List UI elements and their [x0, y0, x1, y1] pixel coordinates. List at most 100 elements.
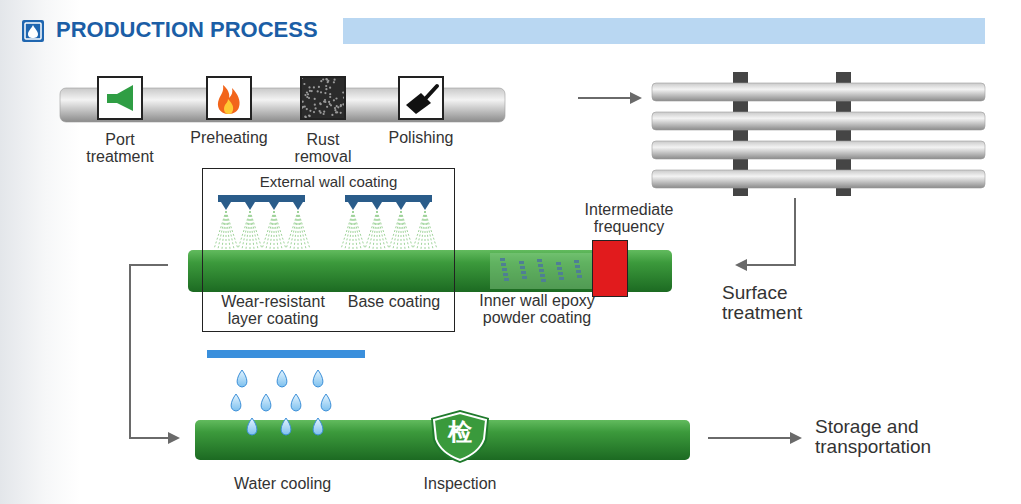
powder-dot: [537, 259, 542, 262]
rust-speck: [313, 86, 315, 88]
powder-dot: [520, 266, 525, 269]
spray-line: [425, 211, 429, 249]
powder-dot: [539, 269, 544, 272]
rust-speck: [305, 116, 307, 118]
rust-speck: [304, 106, 306, 108]
powder-dot: [504, 278, 509, 281]
title-icon: [28, 25, 38, 38]
rust-speck: [319, 110, 321, 112]
rust-speck: [340, 112, 342, 114]
spray-nozzle: [348, 202, 358, 210]
rust-speck: [334, 107, 336, 109]
rust-speck: [342, 103, 344, 105]
rust-speck: [303, 83, 305, 85]
powder-dot: [540, 274, 545, 277]
spray-line: [425, 211, 437, 249]
rust-speck: [304, 115, 306, 117]
powder-dot: [503, 273, 508, 276]
spray-line: [401, 211, 409, 249]
spray-line: [214, 211, 226, 249]
spray-line: [298, 211, 306, 249]
step-note: Inner wall epoxy powder coating: [462, 293, 612, 327]
spray-line: [290, 211, 298, 249]
rust-speck: [334, 109, 336, 111]
spray-nozzle: [245, 202, 255, 210]
spray-line: [377, 211, 389, 249]
coating-zone-box: External wall coatingWear-resistant laye…: [202, 168, 455, 332]
spray-line: [425, 211, 433, 249]
water-drop: [261, 394, 271, 411]
rust-speck: [302, 107, 303, 109]
rust-speck: [342, 91, 344, 93]
spray-line: [270, 211, 274, 249]
water-drop: [313, 370, 323, 387]
spray-line: [298, 211, 310, 249]
rust-speck: [330, 104, 332, 106]
rust-speck: [329, 93, 331, 95]
rust-speck: [317, 90, 319, 92]
powder-dot: [500, 258, 505, 261]
rust-speck: [319, 102, 321, 104]
grey-pipe: [652, 112, 985, 130]
spray-line: [250, 211, 254, 249]
flow-arrow: [737, 198, 795, 265]
rust-speck: [323, 113, 325, 115]
spray-bar: [218, 195, 305, 202]
spray-line: [250, 211, 262, 249]
rust-speck: [325, 88, 327, 90]
powder-dot: [558, 272, 563, 275]
powder-dot: [557, 267, 562, 270]
spray-line: [226, 211, 234, 249]
rust-speck: [340, 105, 342, 107]
step-label: Rust removal: [281, 132, 365, 166]
inspection-shield: 检Inspection: [428, 408, 492, 464]
step-note: Surface treatment: [722, 283, 832, 323]
spray-fans: [214, 202, 437, 249]
grey-pipe: [652, 170, 985, 188]
rust-speck: [343, 97, 344, 99]
step-icon: [99, 78, 141, 118]
spray-line: [274, 211, 282, 249]
step-icon-box: Rust removal: [300, 76, 346, 120]
flow-arrow: [578, 97, 640, 99]
spray-line: [417, 211, 425, 249]
step-label: Polishing: [366, 130, 476, 147]
step-icon-box: Port treatment: [97, 76, 143, 120]
spray-line: [421, 211, 425, 249]
spray-line: [226, 211, 230, 249]
rust-speck: [334, 79, 336, 81]
spray-heads: [218, 195, 432, 202]
flow-arrow: [708, 437, 800, 439]
rust-speck: [327, 81, 329, 83]
spray-line: [226, 211, 238, 249]
rust-speck: [328, 101, 330, 103]
title-icon: [25, 23, 41, 39]
rust-icon: [302, 78, 344, 118]
water-drop: [277, 370, 287, 387]
rust-speck: [331, 114, 333, 116]
rust-speck: [314, 98, 316, 100]
spray-nozzle: [269, 202, 279, 210]
spray-line: [246, 211, 250, 249]
water-drop: [313, 418, 323, 435]
spray-line: [369, 211, 377, 249]
step-icon: [400, 78, 442, 118]
rust-speck: [326, 106, 328, 108]
pipe-stack: [652, 72, 985, 196]
spray-line: [294, 211, 298, 249]
spray-line: [286, 211, 298, 249]
rust-speck: [309, 115, 311, 117]
spray-line: [353, 211, 357, 249]
rust-speck: [309, 90, 311, 92]
powder-dot: [522, 276, 527, 279]
powder-dot: [521, 271, 526, 274]
step-icon: [208, 78, 250, 118]
rust-speck: [313, 111, 315, 113]
spray-line: [274, 211, 278, 249]
rust-speck: [335, 97, 337, 99]
rust-speck: [333, 81, 335, 83]
spray-line: [377, 211, 385, 249]
spray-nozzle: [420, 202, 430, 210]
spray-nozzle: [372, 202, 382, 210]
